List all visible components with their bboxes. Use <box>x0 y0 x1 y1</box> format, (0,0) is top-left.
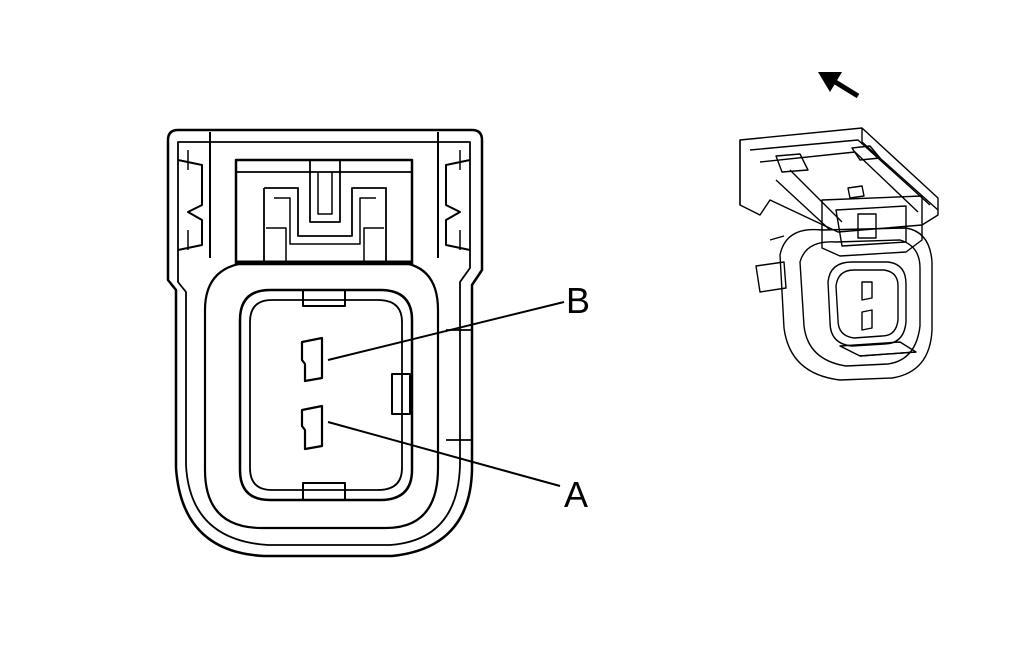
terminal-cavity <box>238 288 414 502</box>
side-clip-right <box>445 159 471 251</box>
cavity-key-top <box>302 289 346 307</box>
direction-arrow-icon <box>818 72 860 99</box>
cavity-key-right <box>391 373 411 415</box>
terminal-a <box>300 404 324 451</box>
leader-line-a <box>327 421 561 487</box>
connector-front-view <box>166 128 565 558</box>
housing-outer <box>166 128 484 558</box>
housing-inner <box>177 141 471 546</box>
callout-a: A <box>564 474 588 515</box>
side-clip-left <box>177 159 203 251</box>
cavity-key-bottom <box>302 482 346 501</box>
cavity-seal-outer <box>203 260 440 530</box>
callout-b: B <box>566 280 590 321</box>
connector-isometric-view <box>739 127 939 381</box>
locking-latch <box>234 158 414 266</box>
terminal-b <box>300 336 324 383</box>
leader-line-b <box>327 301 565 361</box>
